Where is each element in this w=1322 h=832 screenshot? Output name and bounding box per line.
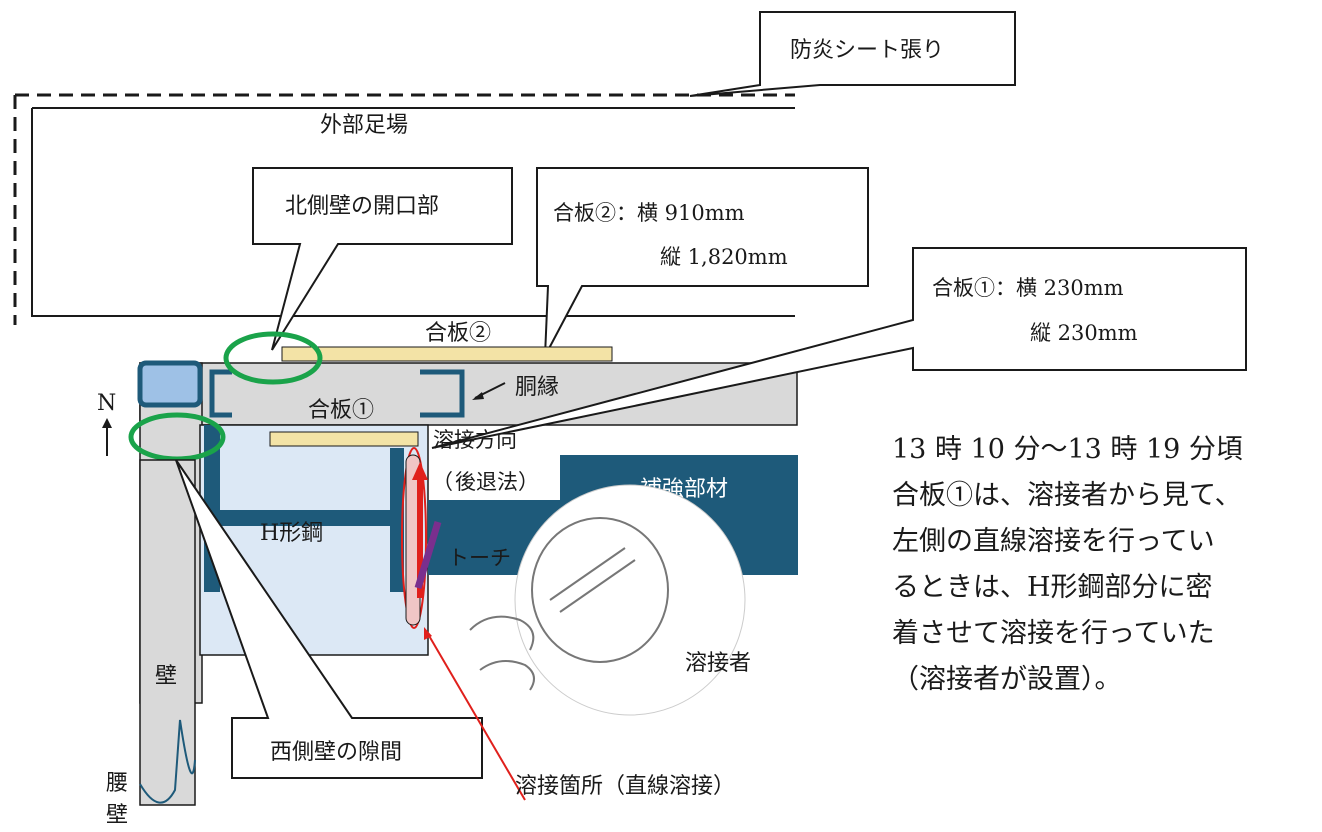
- h-beam-flange-right: [390, 448, 404, 592]
- callout-north-opening: [252, 167, 513, 351]
- h-beam-web: [204, 510, 404, 526]
- callout-fire-sheet: [689, 11, 1016, 97]
- north-opening-label: 北側壁の開口部: [285, 194, 439, 219]
- plywood1-spec-line1: 合板①：横 230mm: [932, 276, 1124, 300]
- north-label: N: [97, 391, 116, 416]
- plywood2-label: 合板②: [425, 321, 491, 346]
- welder-figure: [469, 484, 746, 716]
- callout-plywood2: [536, 167, 869, 357]
- torch-label: トーチ: [448, 546, 511, 570]
- torch-shape: [414, 520, 442, 590]
- welder-label: 溶接者: [685, 651, 751, 676]
- plywood2-spec-line1: 合板②：横 910mm: [553, 201, 745, 225]
- weld-location-label: 溶接箇所（直線溶接）: [515, 774, 735, 799]
- backstep-open: （: [432, 470, 453, 494]
- note-line4: るときは、H形鋼部分に密: [892, 572, 1213, 603]
- column-corner: [137, 360, 203, 408]
- note-line6: （溶接者が設置）。: [892, 664, 1122, 695]
- callout-plywood1: [431, 247, 1247, 449]
- plywood1-spec-line2: 縦 230mm: [1030, 321, 1138, 345]
- backstep-label: 後退法: [455, 470, 518, 494]
- scaffold-label: 外部足場: [320, 113, 408, 138]
- waist-wall: [139, 459, 196, 806]
- fire-sheet-label: 防炎シート張り: [790, 38, 944, 63]
- plywood2-shape: [281, 346, 613, 362]
- west-gap-highlight: [128, 412, 226, 462]
- plywood1-label: 合板①: [308, 398, 374, 423]
- flange-label: 胴縁: [515, 375, 559, 400]
- callout-west-gap: [175, 459, 483, 779]
- plywood2-spec-line2: 縦 1,820mm: [660, 245, 788, 269]
- note-line1: 13 時 10 分〜13 時 19 分頃: [892, 434, 1243, 465]
- plywood1-shape: [269, 431, 419, 447]
- weld-ellipse: [401, 447, 427, 629]
- h-beam-label: H形鋼: [260, 521, 323, 546]
- note-line5: 着させて溶接を行っていた: [892, 618, 1215, 649]
- wall-label: 壁: [155, 664, 177, 689]
- backstep-close: ）: [518, 470, 539, 494]
- waist-wall-label-1: 腰: [106, 771, 128, 796]
- scaffold-outline: [13, 93, 795, 325]
- weld-location-pointer: [427, 633, 526, 801]
- note-line2: 合板①は、溶接者から見て、: [892, 480, 1242, 511]
- waist-wall-label-2: 壁: [106, 803, 128, 828]
- north-opening-highlight: [223, 331, 323, 385]
- note-line3: 左側の直線溶接を行ってい: [892, 526, 1215, 557]
- west-gap-label: 西側壁の隙間: [270, 740, 402, 765]
